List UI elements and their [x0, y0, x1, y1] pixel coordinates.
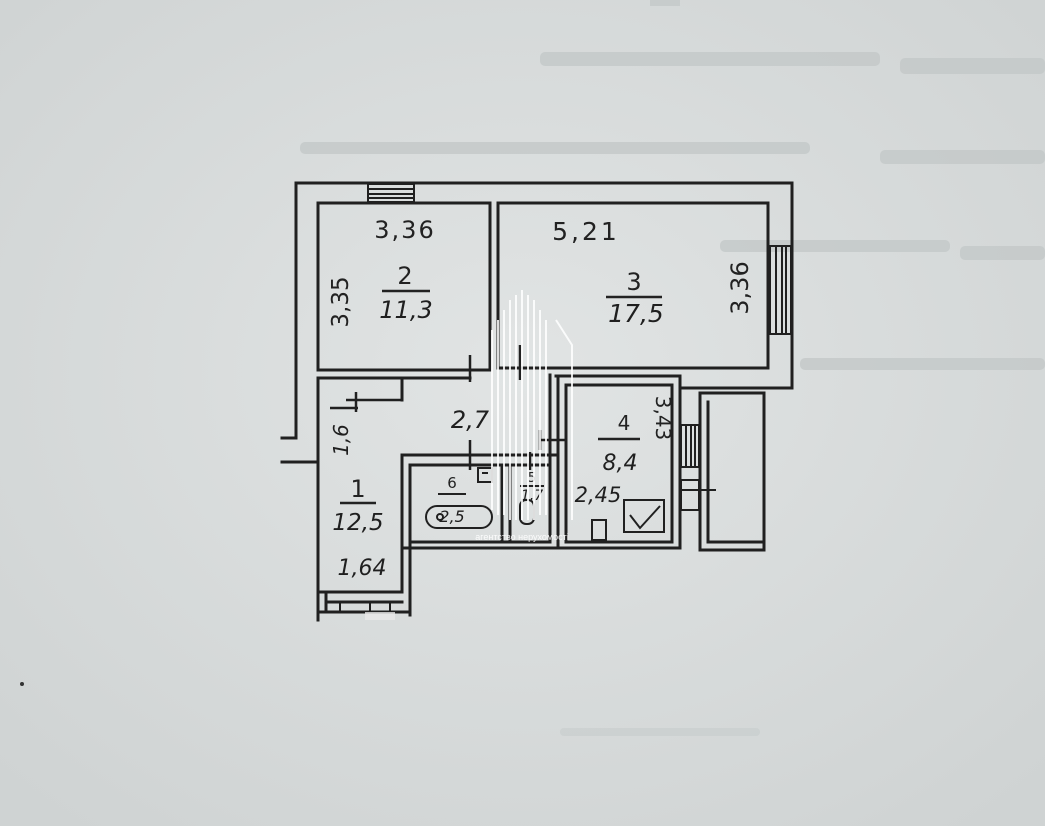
room-2-area: 11,3	[379, 296, 432, 324]
partition-marks	[330, 345, 566, 470]
entrance-door	[339, 603, 391, 612]
room-2-width: 3,36	[374, 216, 435, 244]
room-3-length: 3,36	[726, 261, 754, 314]
room-2-number: 2	[397, 262, 412, 290]
room-6-area: 2,5	[439, 507, 464, 526]
room-1-length: 1,64	[338, 556, 387, 581]
room-4-number: 4	[618, 411, 631, 435]
paper-smudge	[365, 612, 395, 620]
room-1-area: 12,5	[332, 510, 383, 536]
room-3-number: 3	[626, 268, 641, 296]
room-5-number: 5	[528, 471, 536, 486]
window-room-3	[769, 245, 792, 335]
room-1-number: 1	[350, 475, 365, 503]
balcony-door	[680, 424, 716, 511]
room-3-area: 17,5	[608, 299, 664, 328]
agency-watermark-logo	[491, 290, 573, 520]
room-5-area: 1,7	[521, 488, 543, 504]
room-2-length: 3,35	[328, 276, 354, 327]
corridor-dimension: 2,7	[451, 406, 490, 434]
room-3-width: 5,21	[552, 217, 620, 246]
paper-speck	[20, 682, 24, 686]
room-4-length: 3,43	[651, 396, 675, 441]
room-1-width: 1,6	[329, 424, 353, 456]
room-6-number: 6	[447, 474, 457, 492]
bathtub-icon	[425, 505, 493, 529]
stove-icon	[623, 499, 665, 533]
walls	[280, 181, 794, 622]
room-4-area: 8,4	[603, 451, 638, 476]
bleed-through-lines	[300, 0, 1045, 736]
window-room-2	[367, 183, 415, 203]
watermark-text: агентство нерухомості	[475, 532, 569, 542]
room-4-width: 2,45	[575, 483, 622, 507]
sink-icon	[591, 519, 607, 541]
